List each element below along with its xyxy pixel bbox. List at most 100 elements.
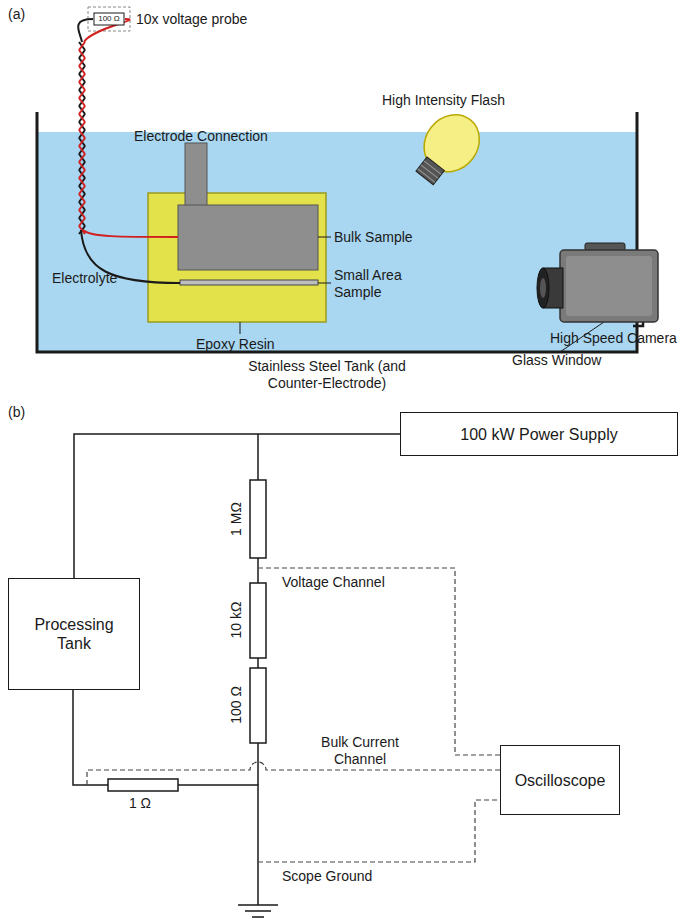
- part-label: Scope Ground: [282, 868, 422, 885]
- probe-twist: [79, 122, 85, 130]
- probe-twist: [79, 202, 85, 210]
- resistor-symbol: [94, 13, 124, 25]
- part-label: Voltage Channel: [282, 574, 422, 591]
- probe-twist: [79, 170, 85, 178]
- part-label: Bulk Current Channel: [300, 734, 420, 768]
- probe-twist: [79, 186, 85, 194]
- probe-twist: [79, 122, 85, 130]
- part-label: Small Area Sample: [334, 267, 424, 301]
- part-label: (b): [8, 404, 38, 421]
- high-speed-camera: [537, 268, 549, 308]
- resistor-symbol: [108, 779, 178, 791]
- scope-channel: [87, 762, 500, 785]
- flash-bulb: [416, 157, 444, 185]
- scope-channel: [258, 800, 500, 862]
- high-speed-camera: [566, 256, 652, 316]
- probe-twist: [79, 130, 85, 138]
- probe-twist: [79, 210, 85, 218]
- resistor-symbol: [250, 583, 266, 658]
- electrolyte: [38, 132, 636, 351]
- probe-twist: [79, 154, 85, 162]
- resistor-symbol: [250, 480, 266, 558]
- flash-bulb: [418, 161, 441, 182]
- part-label: Glass Window: [512, 352, 612, 369]
- high-speed-camera: [560, 250, 658, 322]
- probe-twist: [79, 186, 85, 194]
- probe-twist: [79, 82, 85, 90]
- electrode-connection: [185, 143, 207, 207]
- probe-twist: [79, 194, 85, 202]
- scope-channel: [258, 568, 500, 755]
- part-label: Bulk Sample: [334, 229, 444, 246]
- probe-twist: [79, 58, 85, 66]
- probe-twist: [79, 42, 85, 234]
- probe-twist: [79, 66, 85, 74]
- bulk-sample: [178, 205, 318, 270]
- probe-twist: [79, 138, 85, 146]
- part-label: Electrode Connection: [134, 128, 314, 145]
- component-box: Processing Tank: [8, 578, 140, 690]
- probe-twist: [79, 98, 85, 106]
- small-area-sample: [180, 280, 318, 285]
- component-box: Oscilloscope: [500, 745, 620, 815]
- resistor-value: 1 MΩ: [228, 489, 245, 549]
- probe-twist: [79, 114, 85, 122]
- probe-twist: [79, 98, 85, 106]
- tank-wall: [37, 112, 637, 352]
- probe-twist: [79, 42, 85, 50]
- part-label: 1 Ω: [120, 795, 160, 812]
- ground-symbol: [238, 905, 278, 917]
- probe-twist: [79, 58, 85, 66]
- probe-twist: [79, 178, 85, 186]
- probe-twist: [79, 162, 85, 170]
- probe-twist: [79, 146, 85, 154]
- probe-twist: [79, 154, 85, 162]
- part-label: High Speed Camera: [550, 330, 680, 347]
- component-box: 100 kW Power Supply: [400, 412, 678, 456]
- probe-twist: [79, 138, 85, 146]
- probe-wire: [83, 230, 178, 237]
- probe-twist: [79, 106, 85, 114]
- part-label: (a): [8, 6, 38, 23]
- wire-connector: [74, 434, 400, 578]
- probe-twist: [79, 170, 85, 178]
- probe-twist: [79, 202, 85, 210]
- probe-twist: [79, 50, 85, 58]
- box-label: 100 kW Power Supply: [460, 425, 617, 444]
- high-speed-camera: [540, 278, 546, 298]
- probe-twist: [79, 106, 85, 114]
- probe-twist: [79, 90, 85, 98]
- box-label: Processing Tank: [17, 615, 131, 653]
- probe-twist: [79, 218, 85, 226]
- probe-twist: [79, 210, 85, 218]
- resistor-symbol: [250, 668, 266, 743]
- part-label: Stainless Steel Tank (and Counter-Electr…: [222, 358, 432, 392]
- probe-twist: [79, 218, 85, 226]
- probe-twist: [79, 114, 85, 122]
- part-label: Electrolyte: [52, 270, 142, 287]
- resistor-value: 10 kΩ: [228, 590, 245, 650]
- probe-twist: [79, 194, 85, 202]
- probe-twist: [79, 146, 85, 154]
- probe-twist: [79, 50, 85, 58]
- flash-bulb: [404, 104, 491, 194]
- part-label: 100 Ω: [94, 14, 124, 24]
- leader-line: [240, 322, 241, 334]
- probe-twist: [79, 130, 85, 138]
- resistor-value: 100 Ω: [228, 675, 245, 735]
- probe-twist: [79, 66, 85, 74]
- probe-twist: [79, 178, 85, 186]
- probe-twist: [79, 82, 85, 90]
- box-label: Oscilloscope: [515, 771, 606, 790]
- part-label: Epoxy Resin: [196, 336, 296, 353]
- high-speed-camera: [537, 243, 658, 322]
- probe-twist: [79, 90, 85, 98]
- leader-line: [318, 283, 331, 284]
- probe-twist: [79, 42, 85, 50]
- probe-twist: [79, 74, 85, 82]
- part-label: 10x voltage probe: [136, 11, 296, 28]
- leader-line: [318, 237, 331, 238]
- probe-twist: [79, 162, 85, 170]
- scope-channel: [87, 568, 500, 862]
